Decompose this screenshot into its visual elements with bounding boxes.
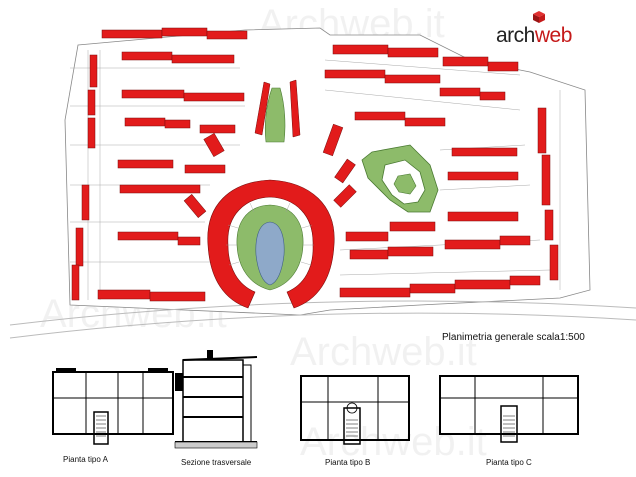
site-plan-caption: Planimetria generale scala1:500 — [442, 332, 585, 343]
building — [384, 74, 441, 84]
site-plan — [9, 27, 636, 339]
building — [332, 44, 389, 55]
building — [183, 194, 207, 218]
building — [124, 117, 166, 127]
building — [149, 291, 206, 302]
building — [499, 235, 531, 246]
building — [121, 51, 173, 61]
plan-b-label: Pianta tipo B — [325, 458, 371, 467]
building — [479, 91, 506, 101]
building — [289, 79, 301, 138]
building — [121, 89, 185, 99]
building — [439, 87, 481, 97]
building — [324, 69, 386, 79]
building — [101, 29, 163, 39]
building — [97, 289, 151, 300]
lawn-axis — [264, 87, 286, 143]
building — [549, 244, 559, 281]
building — [119, 184, 201, 194]
lot-lines-right — [324, 59, 561, 290]
building — [254, 81, 271, 136]
road-main-edge — [9, 300, 636, 326]
building — [322, 123, 344, 157]
building — [117, 159, 174, 169]
building — [544, 209, 554, 241]
building — [345, 231, 389, 242]
building — [541, 154, 551, 206]
garden-right — [361, 144, 439, 213]
building — [161, 27, 208, 37]
logo-wordmark: archweb — [496, 24, 572, 47]
building — [333, 184, 357, 208]
building — [451, 147, 518, 157]
building — [447, 211, 519, 222]
cross-section — [174, 350, 258, 449]
building — [509, 275, 541, 286]
building — [487, 61, 519, 72]
floor-plan-c — [439, 375, 579, 443]
building — [354, 111, 406, 121]
building — [387, 246, 434, 257]
building — [339, 287, 411, 298]
building — [447, 171, 519, 181]
central-pool — [255, 221, 285, 286]
building — [389, 221, 436, 232]
floor-plan-a — [52, 368, 174, 445]
building — [444, 239, 501, 250]
building — [203, 132, 225, 158]
building — [81, 184, 90, 221]
building — [387, 47, 439, 58]
building — [171, 54, 235, 64]
building — [537, 107, 547, 154]
building — [89, 54, 98, 88]
building — [184, 164, 226, 174]
building — [409, 283, 456, 294]
building — [199, 124, 236, 134]
building — [442, 56, 489, 67]
building — [117, 231, 179, 241]
building — [454, 279, 511, 290]
cube-icon — [533, 11, 545, 23]
central-horseshoe — [207, 179, 335, 309]
building — [164, 119, 191, 129]
road-main — [9, 312, 636, 339]
building — [349, 249, 389, 260]
building — [183, 92, 245, 102]
archweb-logo: archweb — [496, 11, 626, 50]
building — [87, 117, 96, 149]
building — [87, 89, 96, 116]
building — [177, 236, 201, 246]
plan-a-label: Pianta tipo A — [63, 455, 108, 464]
building — [75, 227, 84, 267]
floor-plan-b — [300, 375, 410, 445]
building-blocks — [71, 27, 559, 302]
section-label: Sezione trasversale — [181, 458, 252, 467]
building — [404, 117, 446, 127]
building — [71, 264, 80, 301]
building — [206, 30, 248, 40]
plan-c-label: Pianta tipo C — [486, 458, 532, 467]
building — [334, 158, 356, 184]
